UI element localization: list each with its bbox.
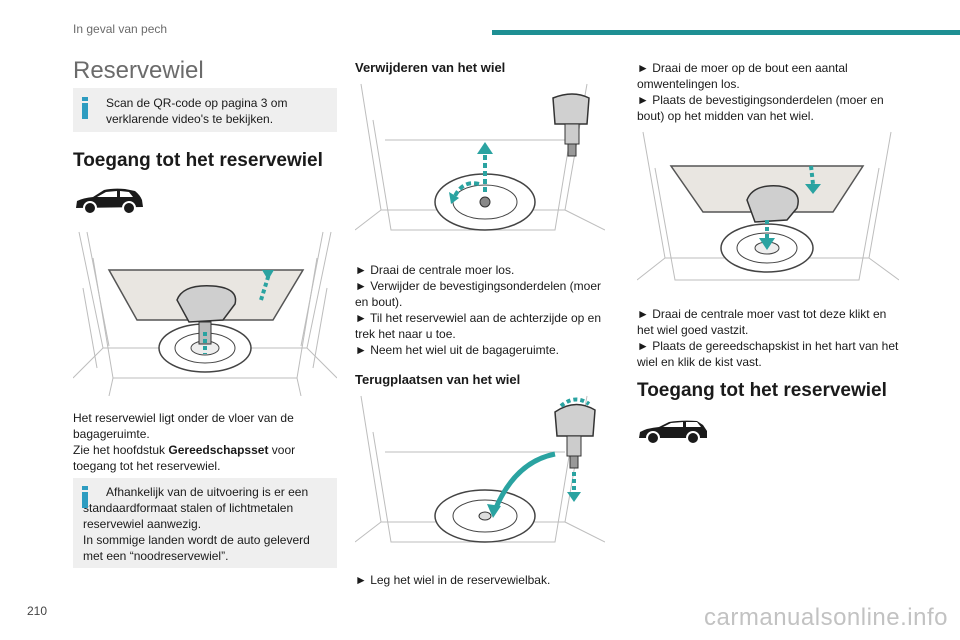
steps-top: ► Draai de moer op de bout een aantal om…	[637, 60, 899, 124]
refit-steps: ► Leg het wiel in de reservewielbak.	[355, 572, 609, 588]
para-see-toolkit-suffix: voor toegang tot het reservewiel.	[73, 443, 296, 473]
watermark: carmanualsonline.info	[704, 604, 948, 631]
trunk-illustration-refit	[355, 392, 605, 560]
trunk-illustration-fasten	[637, 128, 899, 296]
section-header: In geval van pech	[73, 22, 168, 36]
heading-access-spare-wheel: Toegang tot het reservewiel	[73, 150, 323, 171]
info-icon	[82, 486, 88, 508]
info-box-qr: Scan de QR-code op pagina 3 om verklaren…	[73, 88, 337, 132]
info-text-version: Afhankelijk van de uitvoering is er een …	[83, 485, 309, 531]
remove-step: ► Neem het wiel uit de bagageruimte.	[355, 343, 559, 357]
trunk-illustration-access	[73, 228, 337, 396]
remove-step: ► Til het reservewiel aan de achterzijde…	[355, 311, 602, 341]
remove-step: ► Draai de centrale moer los.	[355, 263, 515, 277]
para-spare-location: Het reservewiel ligt onder de vloer van …	[73, 411, 294, 441]
heading-refit-wheel: Terugplaatsen van het wiel	[355, 372, 521, 387]
remove-steps: ► Draai de centrale moer los. ► Verwijde…	[355, 262, 609, 358]
info-text-qr: Scan de QR-code op pagina 3 om verklaren…	[106, 96, 288, 126]
step-bottom: ► Plaats de gereedschapskist in het hart…	[637, 339, 899, 369]
info-text-emergency-wheel: In sommige landen wordt de auto geleverd…	[83, 533, 310, 563]
step-bottom: ► Draai de centrale moer vast tot deze k…	[637, 307, 887, 337]
toolkit-chapter-link: Gereedschapsset	[168, 443, 269, 457]
page-title: Reservewiel	[73, 57, 204, 84]
steps-bottom: ► Draai de centrale moer vast tot deze k…	[637, 306, 899, 370]
step-top: ► Plaats de bevestigingsonderdelen (moer…	[637, 93, 884, 123]
heading-remove-wheel: Verwijderen van het wiel	[355, 60, 506, 75]
page-number: 210	[27, 604, 48, 618]
info-box-version: Afhankelijk van de uitvoering is er een …	[73, 478, 337, 568]
suv-car-icon	[76, 188, 143, 215]
header-accent-bar	[492, 30, 960, 35]
remove-step: ► Verwijder de bevestigingsonderdelen (m…	[355, 279, 602, 309]
estate-car-icon	[639, 420, 707, 445]
para-see-toolkit-prefix: Zie het hoofdstuk	[73, 443, 169, 457]
para-see-toolkit: Zie het hoofdstuk Gereedschapsset voor t…	[73, 442, 337, 474]
refit-step: ► Leg het wiel in de reservewielbak.	[355, 573, 551, 587]
step-top: ► Draai de moer op de bout een aantal om…	[637, 61, 848, 91]
info-icon	[82, 97, 88, 119]
heading-access-spare-wheel-2: Toegang tot het reservewiel	[637, 380, 887, 401]
trunk-illustration-remove	[355, 80, 605, 248]
